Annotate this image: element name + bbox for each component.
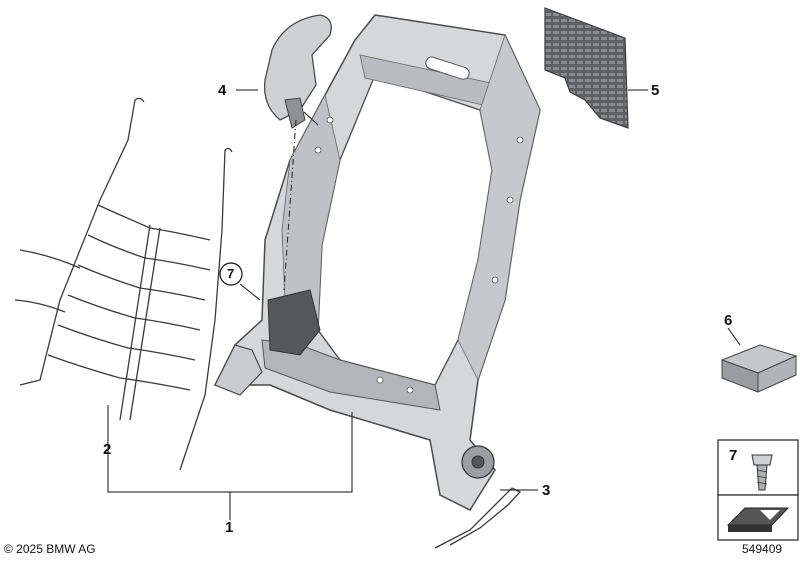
leader-lines (107, 89, 741, 520)
back-pad (544, 7, 629, 129)
backrest-frame (213, 14, 541, 511)
callout-5: 5 (651, 82, 660, 99)
callout-7-box-label: 7 (729, 447, 738, 464)
spring-mat (14, 97, 233, 471)
copyright-text: © 2025 BMW AG (4, 542, 96, 556)
part-6-block (720, 344, 798, 393)
callout-7-circle (219, 262, 243, 286)
callout-1: 1 (225, 519, 234, 536)
diagram-number: 549409 (742, 542, 783, 556)
part-7-box (717, 439, 799, 496)
callout-6: 6 (724, 312, 733, 329)
callout-4: 4 (218, 82, 227, 99)
callout-2: 2 (103, 441, 112, 458)
callout-3: 3 (542, 482, 551, 499)
headrest-guide-cover (263, 14, 332, 291)
packaging-symbol-box (717, 494, 799, 541)
callout-7-circle-label: 7 (227, 266, 235, 281)
